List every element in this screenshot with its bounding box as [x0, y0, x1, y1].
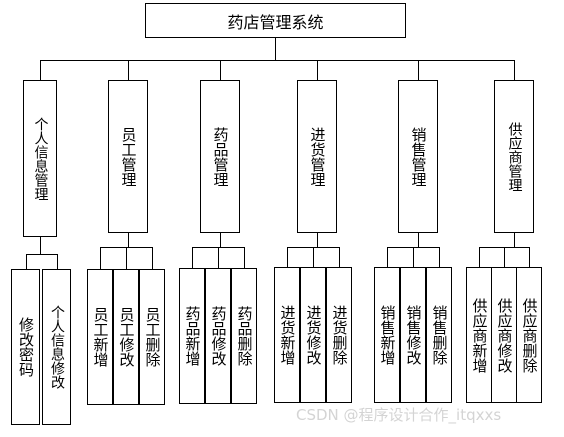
connector-line — [128, 60, 129, 80]
connector-line — [40, 237, 41, 254]
connector-line — [26, 254, 58, 255]
connector-line — [192, 247, 193, 268]
module-node-label: 销售管理 — [409, 126, 428, 187]
function-node: 修改密码 — [11, 269, 40, 425]
connector-line — [275, 38, 276, 60]
connector-line — [317, 233, 318, 247]
function-node: 进货修改 — [300, 267, 326, 403]
function-node-label: 员工新增 — [91, 307, 110, 367]
function-node: 药品修改 — [205, 268, 231, 404]
connector-line — [413, 247, 414, 267]
function-node-label: 进货修改 — [304, 305, 323, 365]
module-node: 员工管理 — [108, 80, 148, 233]
module-node-label: 员工管理 — [119, 126, 138, 187]
function-node-label: 销售修改 — [404, 305, 423, 365]
module-node: 销售管理 — [398, 80, 438, 233]
connector-line — [439, 247, 440, 267]
function-node: 销售新增 — [374, 267, 400, 403]
function-node: 销售修改 — [400, 267, 426, 403]
connector-line — [40, 60, 515, 61]
function-node: 员工删除 — [139, 269, 165, 405]
module-node-label: 个人信息管理 — [32, 116, 49, 201]
function-node: 供应商删除 — [516, 267, 542, 403]
function-node-label: 员工修改 — [117, 307, 136, 367]
module-node: 供应商管理 — [494, 80, 534, 233]
function-node: 药品新增 — [179, 268, 205, 404]
function-node-label: 药品新增 — [183, 306, 202, 366]
connector-line — [339, 247, 340, 267]
connector-line — [313, 247, 314, 267]
connector-line — [57, 254, 58, 269]
connector-line — [244, 247, 245, 268]
function-node: 销售删除 — [426, 267, 452, 403]
module-node-label: 供应商管理 — [506, 121, 523, 192]
function-node-label: 供应商新增 — [470, 297, 489, 373]
connector-line — [152, 247, 153, 269]
connector-line — [220, 60, 221, 80]
connector-line — [418, 233, 419, 247]
root-node: 药店管理系统 — [145, 3, 406, 38]
function-node-label: 供应商修改 — [495, 297, 514, 373]
function-node-label: 修改密码 — [17, 317, 35, 377]
connector-line — [514, 60, 515, 80]
connector-line — [387, 247, 388, 267]
function-node-label: 进货新增 — [278, 305, 297, 365]
connector-line — [128, 233, 129, 247]
function-node-label: 销售新增 — [378, 305, 397, 365]
connector-line — [100, 247, 101, 269]
function-node-label: 药品修改 — [209, 306, 228, 366]
root-node-label: 药店管理系统 — [227, 12, 324, 32]
connector-line — [218, 247, 219, 268]
function-node: 员工新增 — [87, 269, 113, 405]
function-node: 药品删除 — [231, 268, 257, 404]
function-node-label: 个人信息修改 — [49, 305, 65, 389]
connector-line — [479, 247, 480, 267]
function-node-label: 员工删除 — [143, 307, 162, 367]
module-node-label: 药品管理 — [211, 126, 230, 187]
function-node-label: 供应商删除 — [520, 297, 539, 373]
function-node: 个人信息修改 — [42, 269, 71, 425]
function-node-label: 药品删除 — [235, 306, 254, 366]
connector-line — [504, 247, 505, 267]
connector-line — [287, 247, 288, 267]
connector-line — [529, 247, 530, 267]
module-node: 个人信息管理 — [23, 80, 57, 237]
function-node: 进货删除 — [326, 267, 352, 403]
connector-line — [26, 254, 27, 269]
function-node: 员工修改 — [113, 269, 139, 405]
function-node: 供应商修改 — [491, 267, 517, 403]
function-node-label: 销售删除 — [430, 305, 449, 365]
connector-line — [220, 233, 221, 247]
function-node-label: 进货删除 — [330, 305, 349, 365]
module-node-label: 进货管理 — [308, 126, 327, 187]
connector-line — [40, 60, 41, 80]
function-node: 供应商新增 — [466, 267, 492, 403]
connector-line — [126, 247, 127, 269]
watermark: CSDN @程序设计合作_itqxxs — [296, 406, 502, 424]
module-node: 进货管理 — [297, 80, 337, 233]
connector-line — [317, 60, 318, 80]
function-node: 进货新增 — [274, 267, 300, 403]
connector-line — [418, 60, 419, 80]
module-node: 药品管理 — [200, 80, 240, 233]
connector-line — [514, 233, 515, 247]
